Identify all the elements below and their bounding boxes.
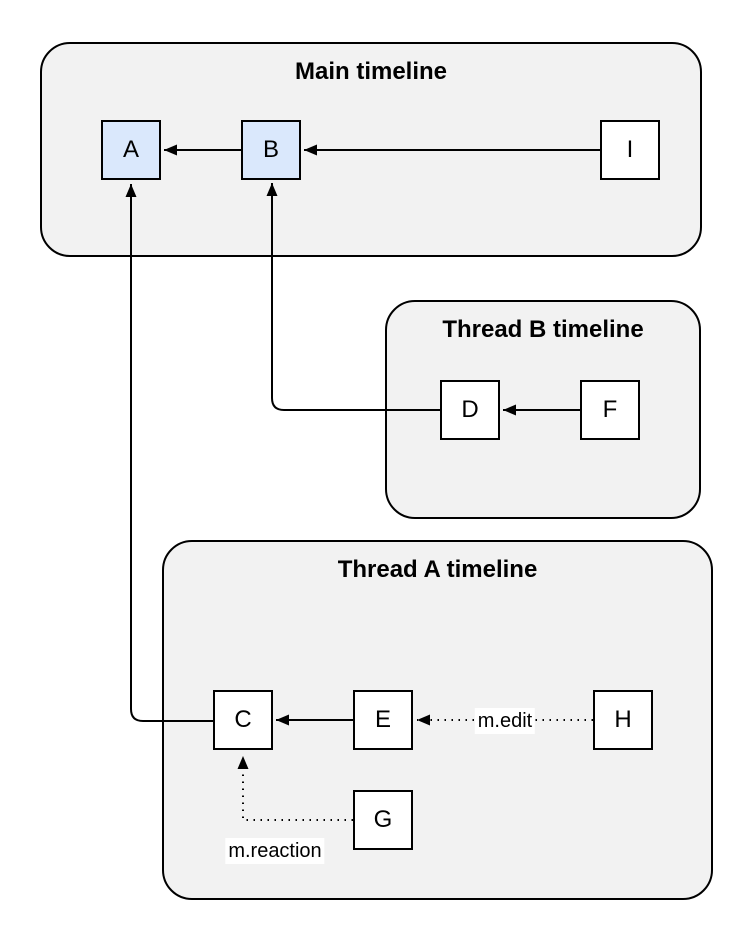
- thread-a-timeline-title: Thread A timeline: [337, 556, 538, 583]
- node-b: B: [241, 120, 301, 180]
- node-h: H: [593, 690, 653, 750]
- node-g-label: G: [373, 806, 393, 833]
- main-timeline-title: Main timeline: [294, 58, 448, 85]
- node-d: D: [440, 380, 500, 440]
- node-b-label: B: [262, 136, 279, 163]
- edge-label-m-edit: m.edit: [474, 708, 536, 734]
- node-i: I: [600, 120, 660, 180]
- node-f-label: F: [602, 396, 618, 423]
- node-c-label: C: [234, 706, 252, 733]
- thread-b-timeline-container: Thread B timeline: [385, 300, 701, 519]
- edge-label-m-reaction: m.reaction: [225, 838, 325, 864]
- node-g: G: [353, 790, 413, 850]
- node-c: C: [213, 690, 273, 750]
- node-a: A: [101, 120, 161, 180]
- node-e-label: E: [374, 706, 391, 733]
- node-f: F: [580, 380, 640, 440]
- node-a-label: A: [122, 136, 139, 163]
- node-d-label: D: [461, 396, 479, 423]
- node-e: E: [353, 690, 413, 750]
- thread-b-timeline-title: Thread B timeline: [442, 316, 644, 343]
- node-h-label: H: [614, 706, 632, 733]
- node-i-label: I: [626, 136, 634, 163]
